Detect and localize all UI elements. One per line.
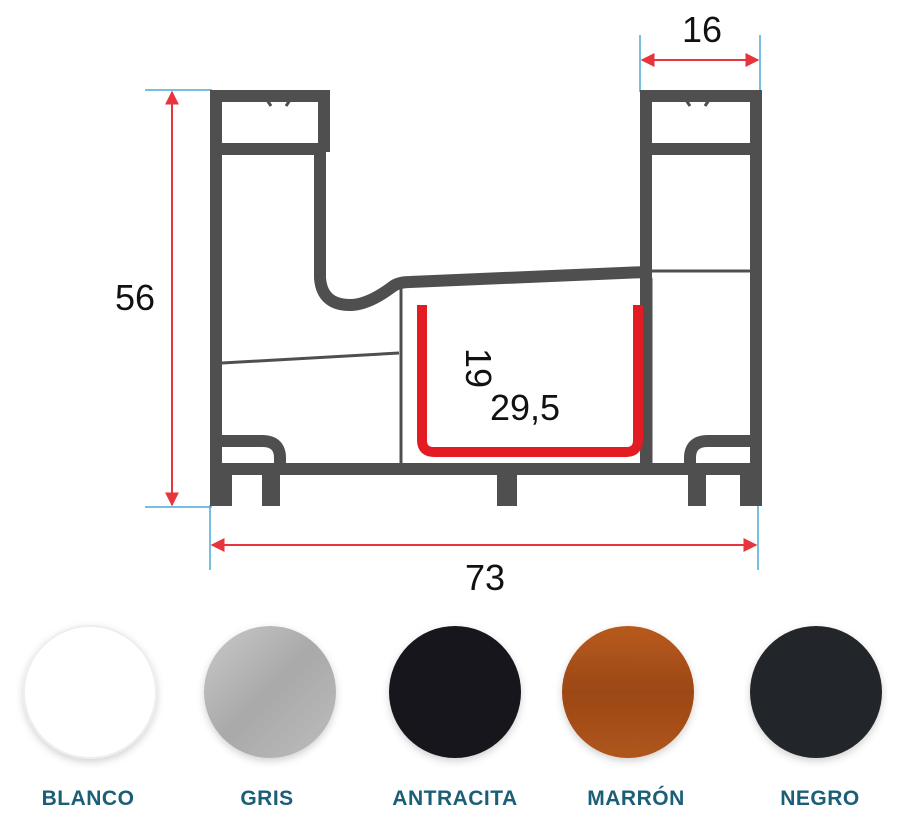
color-swatches: BLANCO GRIS ANTRACITA MARRÓN NEGRO	[23, 625, 882, 810]
height-dimension-label: 56	[115, 277, 155, 318]
channel-width-dimension-label: 29,5	[490, 387, 560, 428]
total-width-dimension-label: 73	[465, 557, 505, 598]
swatch-antracita: ANTRACITA	[389, 626, 521, 810]
svg-text:NEGRO: NEGRO	[780, 787, 860, 810]
swatch-gris: GRIS	[204, 626, 336, 810]
svg-text:GRIS: GRIS	[240, 787, 293, 810]
dimension-lines	[165, 53, 760, 552]
swatch-negro: NEGRO	[750, 626, 882, 810]
red-channel	[417, 305, 643, 457]
extension-lines	[145, 35, 761, 570]
swatch-blanco: BLANCO	[23, 625, 157, 810]
aluminium-profile	[210, 90, 762, 506]
top-width-dimension-label: 16	[682, 9, 722, 50]
svg-text:MARRÓN: MARRÓN	[587, 786, 685, 810]
swatch-marron: MARRÓN	[562, 626, 694, 810]
svg-text:ANTRACITA: ANTRACITA	[392, 787, 517, 810]
svg-text:BLANCO: BLANCO	[42, 787, 135, 810]
channel-height-dimension-label: 19	[458, 348, 499, 388]
